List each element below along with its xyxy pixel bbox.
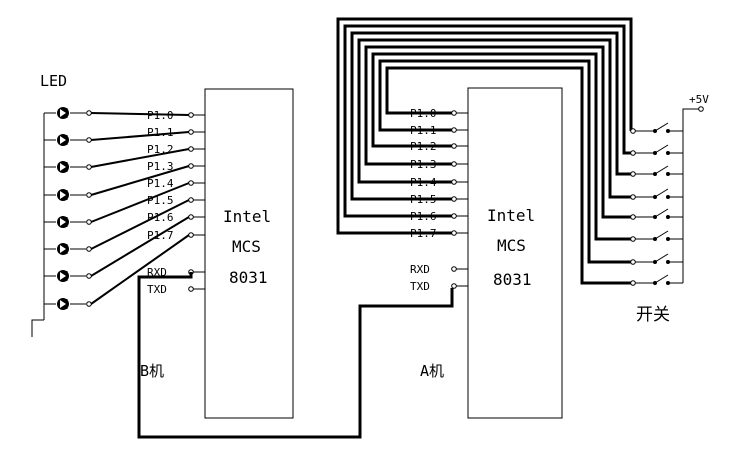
led-to-pin-wire	[90, 199, 190, 250]
led-arrow-icon	[60, 245, 66, 253]
chip-b-txd-terminal	[188, 286, 194, 292]
chip-a-line-3: 8031	[493, 270, 532, 289]
switch-terminal	[630, 194, 636, 200]
switch-wire	[364, 45, 631, 219]
chip-b-pin-label: P1.3	[147, 160, 174, 173]
chip-a-pin-terminal	[451, 213, 457, 219]
chip-b-pin-terminal	[188, 180, 194, 186]
power-label: +5V	[689, 93, 709, 106]
switch-blade	[654, 253, 669, 263]
switch-terminal	[630, 171, 636, 177]
chip-b-pin-label: P1.1	[147, 126, 174, 139]
led-to-pin-wire	[90, 165, 190, 196]
switch-wire	[357, 38, 631, 199]
switch-wire	[336, 17, 633, 235]
switch-blade	[654, 188, 669, 198]
led-arrow-icon	[60, 218, 66, 226]
chip-a-pin-terminal	[451, 230, 457, 236]
chip-b-pin-terminal	[188, 129, 194, 135]
chip-a-txd-label: TXD	[410, 280, 430, 293]
chip-a-name: A机	[420, 362, 444, 380]
chip-b-line-2: MCS	[232, 237, 261, 256]
chip-b-name: B机	[140, 362, 164, 380]
led-terminal	[86, 273, 92, 279]
switch-wire	[371, 52, 631, 241]
led-to-pin-wire	[90, 131, 190, 141]
chip-a-pin-terminal	[451, 143, 457, 149]
switch-terminal	[630, 259, 636, 265]
led-label: LED	[40, 72, 67, 90]
switch-blade	[654, 230, 669, 240]
chip-a-rxd-terminal	[451, 266, 457, 272]
led-to-pin-wire	[90, 148, 190, 168]
led-arrow-icon	[60, 300, 66, 308]
chip-b-line-1: Intel	[223, 207, 271, 226]
led-arrow-icon	[60, 272, 66, 280]
chip-b-pin-terminal	[188, 146, 194, 152]
chip-b-pin-label: P1.0	[147, 109, 174, 122]
serial-link-wire	[137, 272, 454, 439]
chip-b-pin-terminal	[188, 214, 194, 220]
switch-blade	[654, 144, 669, 154]
chip-b-pin-label: P1.6	[147, 211, 174, 224]
led-arrow-icon	[60, 109, 66, 117]
led-arrow-icon	[60, 191, 66, 199]
switch-terminal	[630, 214, 636, 220]
switch-wire	[350, 31, 631, 201]
chip-b-pin-label: P1.4	[147, 177, 174, 190]
switch-terminal	[630, 150, 636, 156]
switch-label: 开关	[636, 305, 670, 325]
power-terminal	[698, 106, 704, 112]
chip-a-txd-terminal	[451, 283, 457, 289]
led-to-pin-wire	[90, 182, 190, 223]
chip-a-body	[467, 87, 563, 419]
chip-b-pin-terminal	[188, 163, 194, 169]
chip-b-body	[204, 88, 294, 419]
led-to-pin-wire	[90, 234, 190, 305]
chip-b-txd-label: TXD	[147, 283, 167, 296]
switch-terminal	[630, 128, 636, 134]
led-terminal	[86, 192, 92, 198]
led-terminal	[86, 110, 92, 116]
switch-blade	[654, 208, 669, 218]
power-lead	[682, 108, 699, 111]
led-terminal	[86, 301, 92, 307]
chip-b-pin-label: P1.5	[147, 194, 174, 207]
chip-b-pin-label: P1.7	[147, 229, 174, 242]
led-arrow-icon	[60, 136, 66, 144]
switch-terminal	[630, 280, 636, 286]
led-terminal	[86, 246, 92, 252]
ground-symbol	[31, 319, 44, 337]
chip-a-pin-terminal	[451, 179, 457, 185]
switch-wire	[343, 24, 631, 218]
chip-a-rxd-label: RXD	[410, 263, 430, 276]
chip-a-pin-terminal	[451, 110, 457, 116]
switch-blade	[654, 165, 669, 175]
chip-b-pin-terminal	[188, 112, 194, 118]
led-to-pin-wire	[90, 216, 190, 277]
switch-blade	[654, 122, 669, 132]
switch-terminal	[630, 236, 636, 242]
led-arrow-icon	[60, 163, 66, 171]
switch-wire	[378, 59, 631, 264]
chip-b-pin-terminal	[188, 197, 194, 203]
chip-a-pin-terminal	[451, 127, 457, 133]
chip-b-pin-terminal	[188, 232, 194, 238]
chip-b-line-3: 8031	[229, 268, 268, 287]
led-terminal	[86, 164, 92, 170]
chip-a-line-1: Intel	[487, 206, 535, 225]
led-terminal	[86, 137, 92, 143]
switch-wire	[385, 66, 631, 285]
switch-blade	[654, 274, 669, 284]
chip-a-pin-terminal	[451, 196, 457, 202]
led-to-pin-wire	[90, 112, 190, 116]
chip-a-pin-terminal	[451, 161, 457, 167]
chip-a-line-2: MCS	[497, 236, 526, 255]
led-terminal	[86, 219, 92, 225]
